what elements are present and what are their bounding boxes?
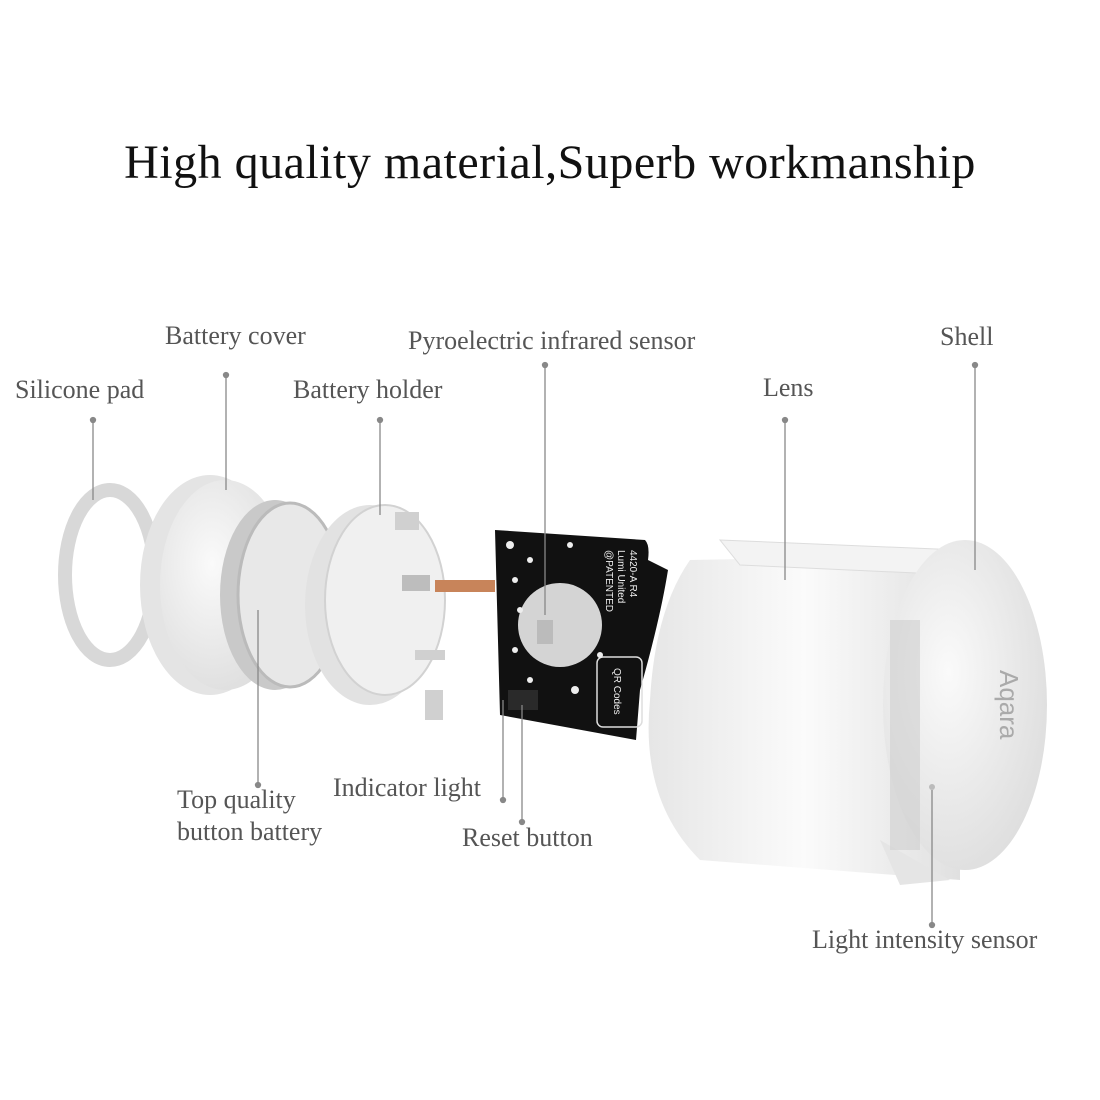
pcb-qr-text: QR Codes (611, 668, 622, 715)
svg-text:@PATENTED: @PATENTED (603, 550, 614, 612)
aqara-logo: Aqara (994, 670, 1024, 740)
label-pir-sensor: Pyroelectric infrared sensor (408, 326, 696, 355)
label-battery-holder: Battery holder (293, 375, 443, 404)
light-sensor-dot (929, 784, 935, 790)
label-shell: Shell (940, 322, 994, 351)
label-reset-button: Reset button (462, 823, 593, 852)
label-battery-line1: Top quality (177, 785, 296, 814)
svg-text:4420-A R4: 4420-A R4 (627, 550, 638, 598)
label-lens: Lens (763, 373, 814, 402)
reset-button-component (508, 690, 538, 710)
label-battery-cover: Battery cover (165, 321, 306, 350)
pcb-board: QR Codes 4420-A R4 Lumi United @PATENTED (495, 530, 668, 740)
battery-holder (305, 504, 495, 720)
headline: High quality material,Superb workmanship (124, 136, 976, 189)
shell: Aqara (648, 539, 1047, 885)
leader-lines (89, 361, 979, 929)
pir-sensor-lens (518, 583, 602, 667)
label-silicone-pad: Silicone pad (15, 375, 145, 404)
label-indicator-light: Indicator light (333, 773, 482, 802)
label-light-sensor: Light intensity sensor (812, 925, 1038, 954)
svg-text:Lumi United: Lumi United (615, 550, 626, 603)
label-battery-line2: button battery (177, 817, 323, 846)
